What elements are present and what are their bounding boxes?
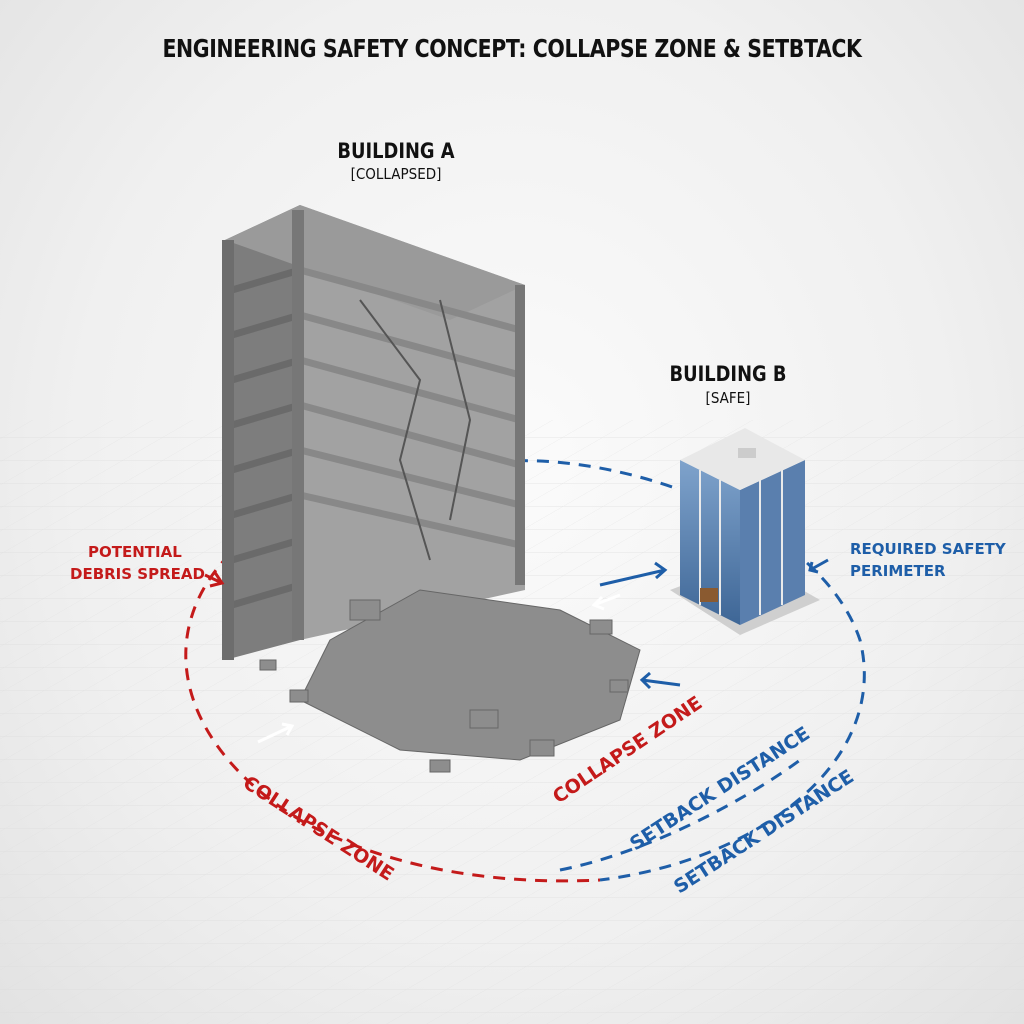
building-b-label: BUILDING B bbox=[669, 362, 787, 386]
debris-pile bbox=[259, 589, 641, 773]
page-title: ENGINEERING SAFETY CONCEPT: COLLAPSE ZON… bbox=[162, 34, 862, 63]
building-b-status: [SAFE] bbox=[705, 389, 751, 407]
arrow-icons bbox=[204, 558, 829, 744]
perimeter-label-line2: PERIMETER bbox=[850, 562, 946, 580]
setback-inner-line bbox=[559, 758, 801, 872]
setback-perimeter-boundary bbox=[494, 459, 866, 882]
building-a-collapsed bbox=[222, 205, 525, 660]
debris-label-line2: DEBRIS SPREAD bbox=[70, 565, 205, 583]
debris-label-line1: POTENTIAL bbox=[88, 543, 182, 561]
building-a-label: BUILDING A bbox=[337, 139, 455, 163]
building-a-status: [COLLAPSED] bbox=[350, 165, 442, 183]
collapse-zone-boundary bbox=[184, 538, 601, 883]
perimeter-label-line1: REQUIRED SAFETY bbox=[850, 540, 1006, 558]
building-b-safe bbox=[670, 428, 820, 635]
